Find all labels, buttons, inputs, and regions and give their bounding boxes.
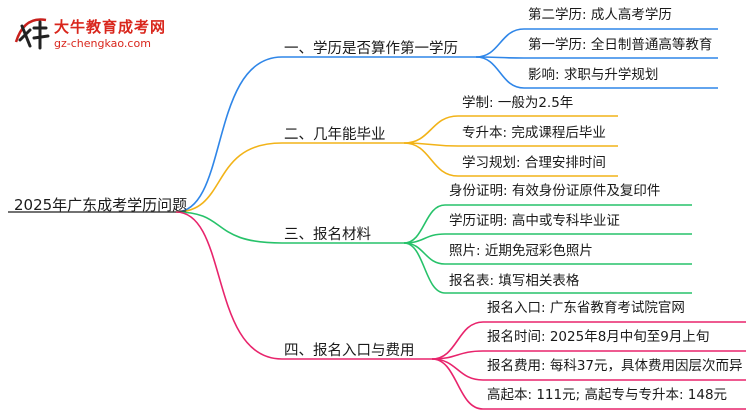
edge-branch-4-leaf-4	[431, 358, 484, 410]
leaf-form: 报名表: 填写相关表格	[449, 273, 580, 289]
leaf-entry: 报名入口: 广东省教育考试院官网	[487, 300, 685, 316]
site-logo: 大牛教育成考网 gz-chengkao.com	[6, 8, 176, 56]
edge-branch-3-leaf-3	[403, 242, 446, 265]
logo-title: 大牛教育成考网	[54, 18, 167, 36]
edge-branch-3-leaf-1	[403, 204, 446, 244]
edge-branch-4-leaf-3	[431, 358, 484, 381]
leaf-first-degree: 第一学历: 全日制普通高等教育	[528, 37, 713, 53]
edge-branch-1-leaf-3	[475, 56, 525, 89]
edge-branch-3-leaf-4	[403, 242, 446, 294]
leaf-fee-levels: 高起本: 111元; 高起专与专升本: 148元	[487, 387, 728, 403]
logo-url: gz-chengkao.com	[54, 37, 151, 50]
leaf-time: 报名时间: 2025年8月中旬至9月上旬	[487, 329, 710, 345]
root-node: 2025年广东成考学历问题	[14, 196, 188, 214]
leaf-study-plan: 学习规划: 合理安排时间	[462, 155, 606, 171]
edge-root-to-branch-4	[175, 211, 283, 360]
leaf-duration: 学制: 一般为2.5年	[462, 95, 574, 111]
leaf-upgrade: 专升本: 完成课程后毕业	[462, 125, 606, 141]
logo-seal-icon	[12, 12, 52, 52]
edge-branch-2-leaf-3	[403, 142, 459, 177]
leaf-id-proof: 身份证明: 有效身份证原件及复印件	[449, 183, 661, 199]
branch-first-degree: 一、学历是否算作第一学历	[284, 41, 458, 57]
edge-root-to-branch-3	[175, 211, 283, 244]
edge-branch-1-leaf-1	[475, 28, 525, 58]
edge-branch-4-leaf-1	[431, 321, 484, 360]
branch-materials: 三、报名材料	[284, 227, 371, 243]
leaf-photo: 照片: 近期免冠彩色照片	[449, 243, 593, 259]
branch-entry-fees: 四、报名入口与费用	[284, 343, 415, 359]
edge-root-to-branch-2	[175, 142, 283, 213]
leaf-impact: 影响: 求职与升学规划	[528, 67, 659, 83]
branch-graduation-years: 二、几年能毕业	[284, 127, 386, 143]
leaf-second-degree: 第二学历: 成人高考学历	[528, 7, 672, 23]
leaf-edu-proof: 学历证明: 高中或专科毕业证	[449, 213, 620, 229]
edge-root-to-branch-1	[175, 56, 283, 213]
edge-branch-2-leaf-1	[403, 115, 459, 144]
leaf-fee: 报名费用: 每科37元，具体费用因层次而异	[487, 358, 743, 374]
